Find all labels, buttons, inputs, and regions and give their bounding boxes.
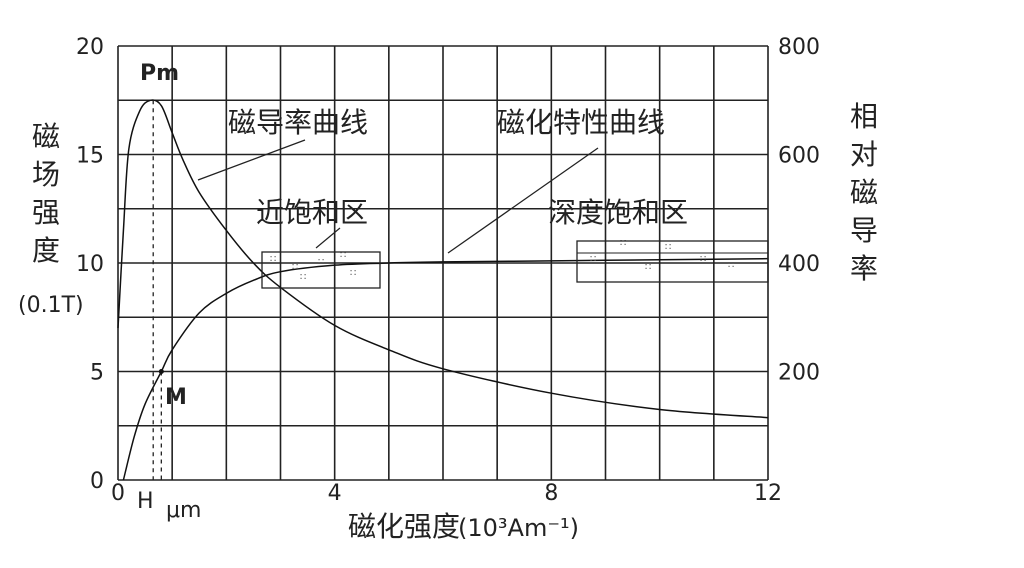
y-left-tick-label: 0 bbox=[90, 469, 104, 494]
x-tick-h-sub: μm bbox=[166, 498, 201, 523]
y-axis-left-label-char: 场 bbox=[32, 158, 60, 191]
saturation-texture: ∷ bbox=[665, 242, 671, 253]
annotation-magnetization-curve: 磁化特性曲线 bbox=[497, 106, 665, 139]
saturation-texture: ∷ bbox=[318, 257, 324, 268]
y-right-tick-label: 600 bbox=[778, 144, 820, 169]
saturation-texture: ∷ bbox=[300, 272, 306, 283]
near-saturation-box bbox=[261, 251, 381, 289]
saturation-texture: ∷ bbox=[270, 254, 276, 265]
series-line-magnetization bbox=[122, 257, 769, 481]
annotation-deep-saturation: 深度饱和区 bbox=[548, 196, 688, 229]
y-axis-left-unit: (0.1T) bbox=[18, 293, 84, 318]
x-tick-label: 0 bbox=[111, 481, 125, 506]
saturation-texture: ∷ bbox=[292, 262, 298, 273]
x-tick-label: 4 bbox=[328, 481, 342, 506]
annotation-near-saturation: 近饱和区 bbox=[256, 196, 368, 229]
saturation-texture: ∷ bbox=[350, 268, 356, 279]
x-tick-label: 12 bbox=[754, 481, 782, 506]
y-right-tick-label: 200 bbox=[778, 361, 820, 386]
saturation-texture: ∷ bbox=[590, 254, 596, 265]
saturation-texture: ∷ bbox=[700, 254, 706, 265]
x-axis-unit: (10³Am⁻¹) bbox=[458, 514, 579, 542]
chart-marks: ∷∷∷∷∷∷∷∷∷∷∷∷ bbox=[117, 99, 769, 481]
tick-labels: 0 4 8 12 0 5 10 15 20 200 400 600 800 bbox=[76, 35, 820, 506]
leader-near-saturation bbox=[315, 227, 341, 249]
y-left-tick-label: 20 bbox=[76, 35, 104, 60]
y-axis-right-label-char: 磁 bbox=[850, 176, 878, 209]
y-left-tick-label: 10 bbox=[76, 252, 104, 277]
x-tick-h-label: H bbox=[137, 489, 154, 514]
annotation-permeability-curve: 磁导率曲线 bbox=[228, 106, 368, 139]
chart-grid bbox=[117, 45, 769, 481]
saturation-texture: ∷ bbox=[620, 238, 626, 249]
y-right-tick-label: 800 bbox=[778, 35, 820, 60]
y-axis-right-label-char: 导 bbox=[850, 214, 878, 247]
y-left-tick-label: 15 bbox=[76, 144, 104, 169]
annotation-pm: Pm bbox=[140, 61, 179, 86]
y-axis-left-label-char: 度 bbox=[32, 234, 60, 267]
y-axis-left-label-char: 强 bbox=[32, 196, 60, 229]
saturation-texture: ∷ bbox=[728, 260, 734, 271]
series-line-permeability bbox=[117, 99, 769, 419]
deep-saturation-box bbox=[576, 240, 769, 283]
saturation-texture: ∷ bbox=[645, 262, 651, 273]
y-axis-left-label-char: 磁 bbox=[32, 120, 60, 153]
saturation-texture: ∷ bbox=[340, 250, 346, 261]
y-axis-right-label-char: 相 bbox=[850, 100, 878, 133]
leader-permeability bbox=[197, 139, 306, 181]
point-m bbox=[158, 369, 164, 374]
y-axis-right-label-char: 率 bbox=[850, 252, 878, 285]
annotation-m: M bbox=[165, 385, 187, 410]
y-left-tick-label: 5 bbox=[90, 361, 104, 386]
y-right-tick-label: 400 bbox=[778, 252, 820, 277]
x-axis-label: 磁化强度 bbox=[348, 510, 460, 543]
y-axis-right-label-char: 对 bbox=[850, 138, 878, 171]
x-tick-label: 8 bbox=[544, 481, 558, 506]
leader-magnetization bbox=[447, 147, 599, 254]
